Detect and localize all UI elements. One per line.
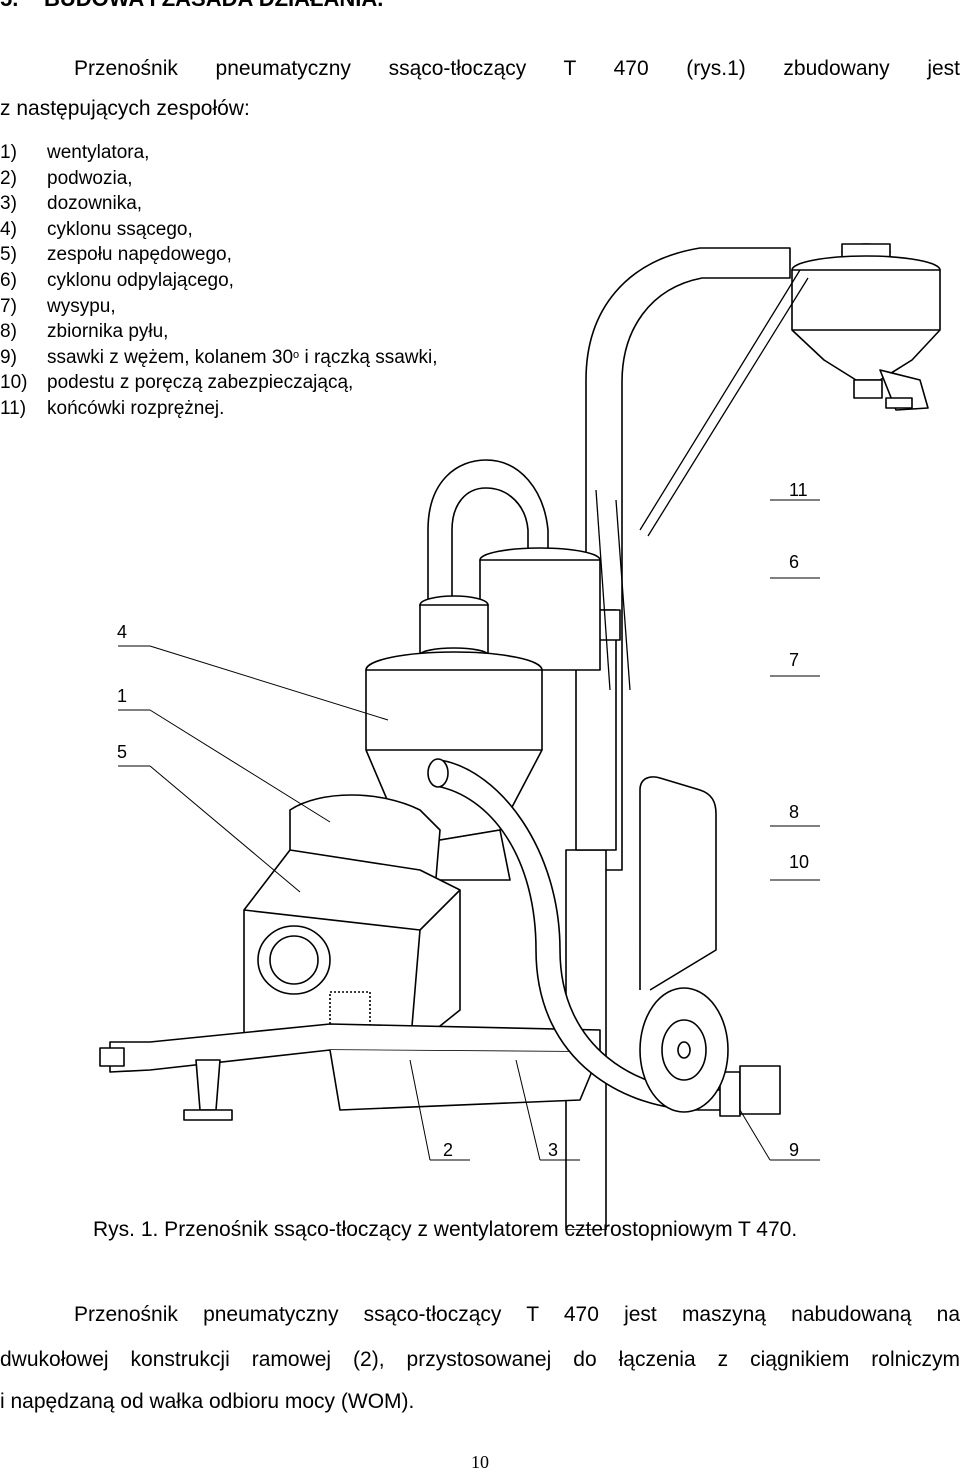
section-title: BUDOWA I ZASADA DZIAŁANIA. xyxy=(44,0,383,11)
label-6: 6 xyxy=(789,552,800,572)
list-item: 8)zbiornika pyłu, xyxy=(0,321,169,343)
paragraph-line-3: i napędzaną od wałka odbioru mocy (WOM). xyxy=(0,1390,415,1413)
parts-list: 1)wentylatora, 2)podwozia, 3)dozownika, … xyxy=(0,140,437,422)
figure-caption: Rys. 1. Przenośnik ssąco-tłoczący z went… xyxy=(93,1218,798,1241)
paragraph-line-1: Przenośnik pneumatyczny ssąco-tłoczący T… xyxy=(74,1303,960,1326)
list-item: 11)końcówki rozprężnej. xyxy=(0,397,225,419)
machine-drawing xyxy=(99,243,941,1230)
list-item: 6)cyklonu odpylającego, xyxy=(0,269,234,291)
list-item: 7)wysypu, xyxy=(0,295,116,317)
machine-figure: 11 6 4 7 1 5 8 10 2 3 9 xyxy=(0,230,960,1230)
label-8: 8 xyxy=(789,802,800,822)
label-4: 4 xyxy=(117,622,128,642)
intro-line-1: Przenośnik pneumatyczny ssąco-tłoczący T… xyxy=(74,57,960,80)
list-item: 1)wentylatora, xyxy=(0,142,150,163)
label-1: 1 xyxy=(117,686,128,706)
list-item: 10)podestu z poręczą zabezpieczającą, xyxy=(0,372,354,394)
section-heading: 5.BUDOWA I ZASADA DZIAŁANIA. xyxy=(0,0,383,12)
label-2: 2 xyxy=(443,1140,454,1160)
label-9: 9 xyxy=(789,1140,800,1160)
label-3: 3 xyxy=(548,1140,559,1160)
label-11: 11 xyxy=(789,480,808,500)
intro-line-2: z następujących zespołów: xyxy=(0,97,250,120)
label-7: 7 xyxy=(789,650,800,670)
list-item: 5)zespołu napędowego, xyxy=(0,244,232,266)
page-number: 10 xyxy=(471,1452,489,1472)
paragraph-line-2: dwukołowej konstrukcji ramowej (2), przy… xyxy=(0,1348,960,1371)
list-item: 9)ssawki z wężem, kolanem 30o i rączką s… xyxy=(0,346,438,368)
list-item: 2)podwozia, xyxy=(0,167,133,189)
section-number: 5. xyxy=(0,0,44,12)
label-10: 10 xyxy=(789,852,810,872)
list-item: 4)cyklonu ssącego, xyxy=(0,218,193,240)
list-item: 3)dozownika, xyxy=(0,193,143,215)
label-5: 5 xyxy=(117,742,128,762)
